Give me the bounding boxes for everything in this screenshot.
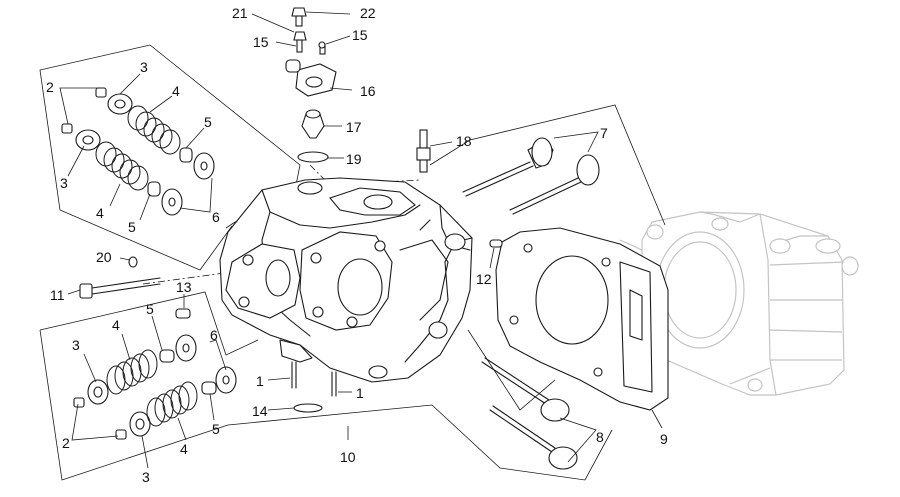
callout-6-lower: 6 xyxy=(210,327,218,343)
callout-18: 18 xyxy=(456,133,472,149)
callout-3-mid: 3 xyxy=(60,175,68,191)
callout-6-upper: 6 xyxy=(212,209,220,225)
spark-plug xyxy=(416,129,431,173)
callout-7: 7 xyxy=(600,125,608,141)
dowel-pin xyxy=(489,239,503,248)
callout-16: 16 xyxy=(360,83,376,99)
group-outlines xyxy=(39,44,666,481)
lower-valve-components xyxy=(73,334,323,440)
callout-3-upper: 3 xyxy=(140,59,148,75)
callout-2-lower: 2 xyxy=(62,435,70,451)
head-bolt xyxy=(79,256,191,319)
cylinder-block-ghost xyxy=(619,211,859,396)
callout-8: 8 xyxy=(596,429,604,445)
head-gasket xyxy=(495,227,669,411)
callout-15-left: 15 xyxy=(253,34,269,50)
callout-20: 20 xyxy=(96,249,112,265)
callout-4-mid: 4 xyxy=(96,205,104,221)
callout-4-lower: 4 xyxy=(180,441,188,457)
callout-5-lower: 5 xyxy=(212,421,220,437)
callout-13: 13 xyxy=(176,279,192,295)
callout-4-lower-top: 4 xyxy=(112,317,120,333)
callout-3-lower: 3 xyxy=(142,469,150,485)
callout-4-upper: 4 xyxy=(172,83,180,99)
callout-17: 17 xyxy=(346,119,362,135)
valves-lower xyxy=(481,357,578,470)
callout-labels: 21 22 15 15 16 17 19 18 7 2 3 4 5 3 4 5 … xyxy=(46,5,668,485)
callout-22: 22 xyxy=(360,5,376,21)
callout-5-lower-top: 5 xyxy=(146,301,154,317)
callout-11: 11 xyxy=(50,287,65,303)
callout-2-upper: 2 xyxy=(46,79,54,95)
callout-3-lower-top: 3 xyxy=(72,337,80,353)
top-parts xyxy=(285,7,337,163)
leader-lines xyxy=(59,11,663,469)
callout-19: 19 xyxy=(346,151,362,167)
callout-15-right: 15 xyxy=(352,27,368,43)
valves-upper xyxy=(462,137,600,215)
upper-valve-components xyxy=(61,87,215,216)
callout-21: 21 xyxy=(232,5,248,21)
callout-5-upper: 5 xyxy=(204,114,212,130)
callout-5-mid: 5 xyxy=(128,219,136,235)
callout-1-right: 1 xyxy=(356,385,364,401)
callout-10: 10 xyxy=(340,449,356,465)
callout-1-left: 1 xyxy=(256,373,264,389)
callout-14: 14 xyxy=(252,403,268,419)
callout-12: 12 xyxy=(476,271,492,287)
cylinder-head xyxy=(219,177,473,397)
callout-9: 9 xyxy=(660,431,668,447)
